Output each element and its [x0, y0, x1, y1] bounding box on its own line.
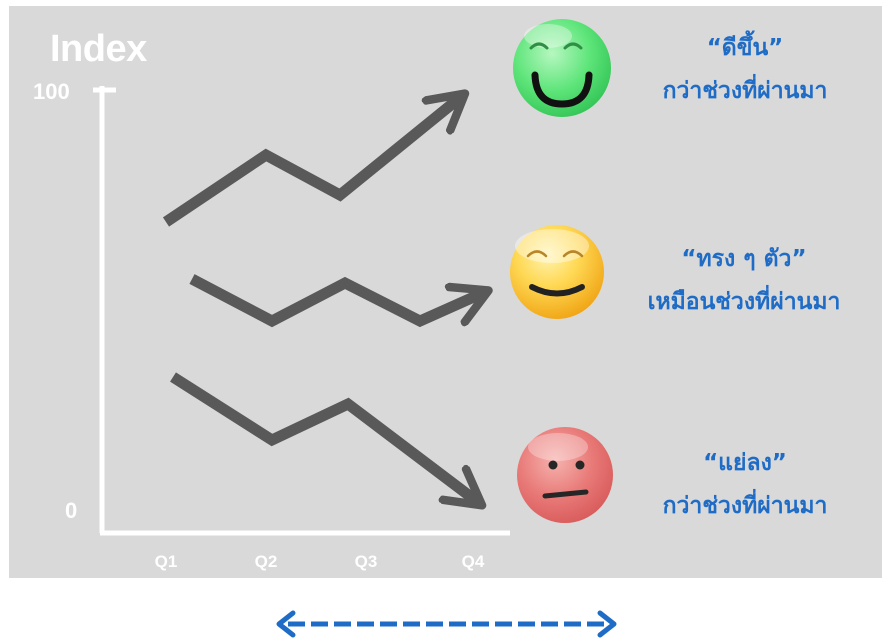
quarter-label-q1: Q1: [154, 552, 178, 571]
worse-subtitle: กว่าช่วงที่ผ่านมา: [662, 493, 828, 519]
quarter-label-q3: Q3: [354, 552, 378, 571]
period-double-arrow: [276, 610, 617, 638]
trend-flat-arrow: [189, 274, 485, 328]
better-subtitle: กว่าช่วงที่ผ่านมา: [662, 78, 828, 104]
same-subtitle: เหมือนช่วงที่ผ่านมา: [647, 289, 841, 315]
neutral-face-icon: [517, 427, 613, 523]
y-axis-min-label: 0: [65, 498, 78, 523]
trend-up-arrow: [162, 96, 462, 227]
index-axes: [93, 86, 510, 536]
trend-down-arrow: [170, 372, 479, 503]
same-caption: “ทรง ๆ ตัว” เหมือนช่วงที่ผ่านมา: [612, 248, 876, 314]
smiling-face-icon: [513, 19, 611, 117]
worse-caption: “แย่ลง” กว่าช่วงที่ผ่านมา: [625, 452, 865, 518]
better-caption: “ดีขึ้น” กว่าช่วงที่ผ่านมา: [625, 37, 865, 103]
quarter-label-q4: Q4: [461, 552, 485, 571]
same-quote: “ทรง ๆ ตัว”: [681, 246, 807, 272]
worse-quote: “แย่ลง”: [703, 450, 787, 476]
quarter-label-q2: Q2: [254, 552, 278, 571]
better-quote: “ดีขึ้น”: [706, 35, 784, 61]
y-axis-max-label: 100: [33, 79, 70, 104]
content-face-icon: [510, 225, 604, 319]
index-axis-title: Index: [50, 28, 147, 70]
